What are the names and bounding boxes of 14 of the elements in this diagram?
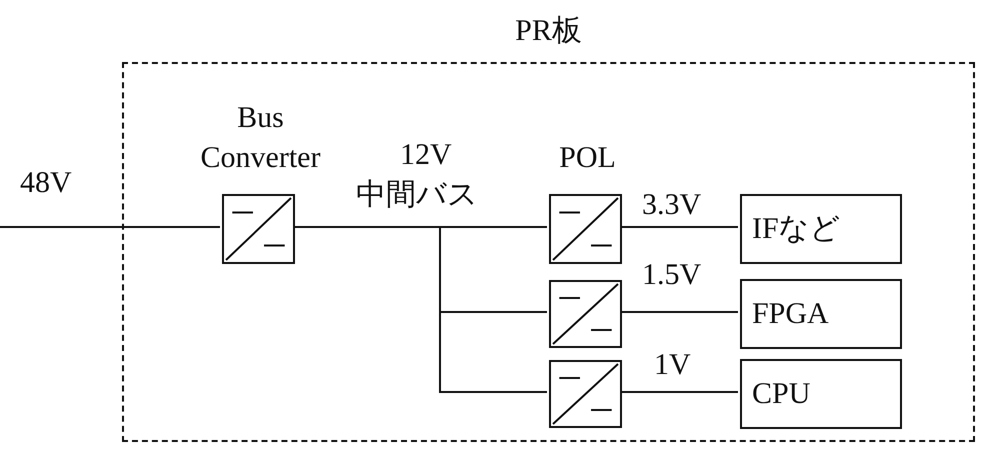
load-box: FPGA [740, 279, 902, 349]
frame-title: PR板 [514, 16, 583, 46]
connector-line [620, 391, 738, 393]
connector-line [293, 226, 547, 393]
connector-line [620, 226, 738, 228]
converter-label: Bus Converter [200, 100, 322, 176]
converter-box [549, 280, 622, 348]
connector-line [0, 226, 220, 228]
load-box: CPU [740, 359, 902, 429]
bus-label: 中間バス [356, 180, 478, 210]
converter-label: POL [558, 140, 617, 176]
connector-line [620, 311, 738, 313]
converter-box [549, 360, 622, 428]
load-box: IFなど [740, 194, 902, 264]
